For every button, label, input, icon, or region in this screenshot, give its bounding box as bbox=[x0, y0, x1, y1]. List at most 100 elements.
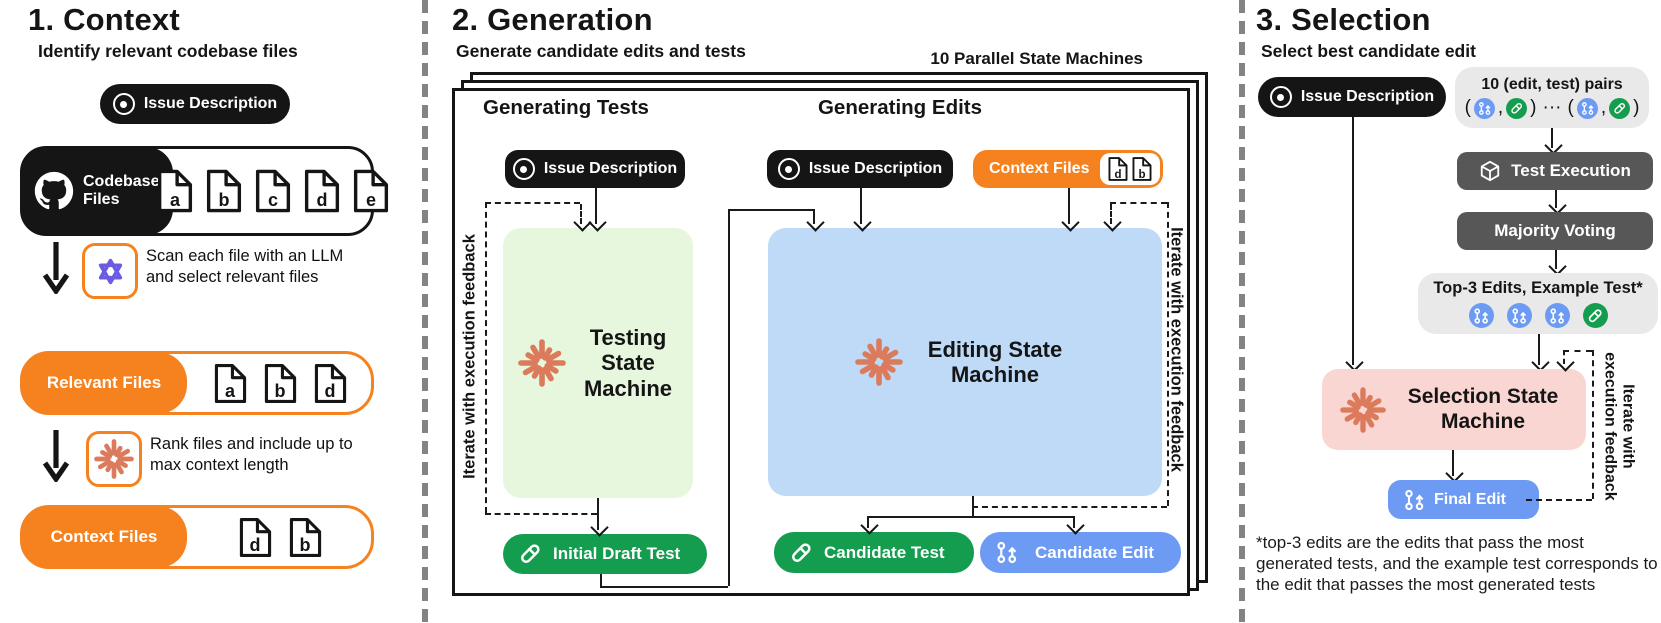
context-files-label: Context Files bbox=[21, 506, 187, 568]
selection-subtitle: Select best candidate edit bbox=[1261, 41, 1476, 61]
llm-logo-icon bbox=[98, 258, 122, 284]
llm-chip bbox=[82, 243, 138, 299]
rank-step-text: Rank files and include up to max context… bbox=[150, 435, 353, 475]
arrow-line bbox=[867, 516, 869, 528]
selection-state-machine-label: Selection State Machine bbox=[1407, 385, 1559, 433]
arrow-line bbox=[1538, 334, 1540, 365]
codebase-files-label: Codebase Files bbox=[83, 172, 160, 208]
feedback-loop-dashed bbox=[1563, 350, 1565, 364]
pairs-icons-row: ( , ) ··· ( , ) bbox=[1464, 97, 1640, 119]
arrow-line bbox=[1555, 250, 1557, 269]
context-files-pill-notch: d b bbox=[1100, 153, 1160, 185]
final-edit-pill: Final Edit bbox=[1388, 480, 1539, 519]
context-title: 1. Context bbox=[28, 2, 180, 37]
arrow-line bbox=[1452, 450, 1454, 476]
context-files-pill: Context Files d b bbox=[973, 150, 1163, 188]
feedback-loop-dashed bbox=[1592, 350, 1594, 499]
file-icon: c bbox=[255, 168, 291, 214]
arrow-line bbox=[1551, 128, 1553, 148]
git-edit-icon bbox=[1506, 303, 1532, 328]
git-edit-icon bbox=[1405, 489, 1424, 510]
top3-edits-box: Top-3 Edits, Example Test* bbox=[1418, 273, 1658, 334]
arrow-line bbox=[1352, 117, 1354, 365]
relevant-files-box: Relevant Files a b d bbox=[20, 351, 374, 415]
feedback-loop-dashed bbox=[1110, 202, 1167, 204]
panel-separator bbox=[1239, 0, 1245, 623]
git-edit-icon bbox=[1544, 303, 1570, 328]
candidate-edit-pill: Candidate Edit bbox=[980, 532, 1181, 573]
down-arrow-icon bbox=[42, 430, 70, 482]
generation-title: 2. Generation bbox=[452, 2, 653, 37]
git-edit-icon bbox=[1576, 97, 1598, 119]
issue-description-pill-selection: Issue Description bbox=[1258, 77, 1446, 117]
feedback-loop-dashed bbox=[485, 202, 580, 204]
selection-state-machine-box: Selection State Machine bbox=[1322, 369, 1586, 450]
context-subtitle: Identify relevant codebase files bbox=[38, 41, 298, 61]
selection-title: 3. Selection bbox=[1256, 2, 1431, 37]
file-icon: a bbox=[157, 168, 193, 214]
file-icon: d bbox=[304, 168, 340, 214]
rank-chip bbox=[86, 431, 142, 487]
issue-description-pill-tests: Issue Description bbox=[505, 150, 685, 188]
starburst-icon bbox=[1340, 387, 1386, 433]
file-icon: d bbox=[314, 362, 347, 405]
arrow-line bbox=[595, 188, 597, 224]
context-files-pill-label: Context Files bbox=[989, 160, 1090, 177]
feedback-loop-dashed bbox=[1526, 499, 1592, 501]
arrow-line bbox=[867, 516, 1073, 518]
cube-icon bbox=[1481, 160, 1500, 182]
parallel-machines-label: 10 Parallel State Machines bbox=[930, 49, 1143, 68]
generating-edits-heading: Generating Edits bbox=[817, 96, 983, 119]
routing-line bbox=[728, 209, 730, 586]
file-icon: b bbox=[1132, 156, 1152, 182]
issue-icon bbox=[112, 93, 135, 115]
pairs-title: 10 (edit, test) pairs bbox=[1481, 76, 1623, 93]
arrow-line bbox=[860, 188, 862, 224]
generating-tests-heading: Generating Tests bbox=[483, 96, 649, 119]
routing-line bbox=[728, 209, 813, 211]
issue-icon bbox=[1269, 86, 1292, 108]
starburst-icon bbox=[94, 439, 134, 479]
starburst-icon bbox=[518, 339, 566, 387]
codebase-files-header: Codebase Files bbox=[21, 147, 173, 235]
feedback-loop-dashed bbox=[1110, 204, 1112, 224]
file-icon: a bbox=[214, 362, 247, 405]
starburst-icon bbox=[855, 338, 903, 386]
file-icon: d bbox=[239, 516, 272, 559]
top3-icons-row bbox=[1468, 303, 1608, 328]
routing-line bbox=[600, 574, 602, 587]
candidate-test-pill: Candidate Test bbox=[774, 532, 974, 573]
codebase-files-box: Codebase Files a b c d e bbox=[20, 146, 389, 236]
testing-state-machine-label: Testing State Machine bbox=[583, 325, 673, 401]
test-tube-icon bbox=[519, 542, 542, 565]
file-icon: b bbox=[289, 516, 322, 559]
issue-description-label: Issue Description bbox=[143, 95, 278, 112]
down-arrow-icon bbox=[42, 242, 70, 294]
test-tube-icon bbox=[790, 541, 813, 564]
file-icon: d bbox=[1108, 156, 1128, 182]
iterate-feedback-label-selection: Iterate with execution feedback bbox=[1601, 352, 1637, 501]
testing-state-machine-box: Testing State Machine bbox=[503, 228, 693, 498]
context-files-box: Context Files d b bbox=[20, 505, 374, 569]
iterate-feedback-label-tests: Iterate with execution feedback bbox=[460, 234, 479, 479]
feedback-loop-dashed bbox=[485, 513, 597, 515]
arrow-line bbox=[597, 498, 599, 530]
issue-icon bbox=[512, 158, 535, 180]
test-execution-box: Test Execution bbox=[1457, 152, 1653, 190]
arrow-line bbox=[1073, 516, 1075, 528]
issue-description-pill-edits: Issue Description bbox=[767, 150, 953, 188]
iterate-feedback-label-edits: Iterate with execution feedback bbox=[1167, 227, 1186, 472]
issue-description-pill-context: Issue Description bbox=[100, 84, 290, 124]
file-icon: b bbox=[206, 168, 242, 214]
test-tube-icon bbox=[1506, 97, 1528, 119]
feedback-loop-dashed bbox=[1167, 202, 1169, 506]
editing-state-machine-box: Editing State Machine bbox=[768, 228, 1162, 496]
feedback-loop-dashed bbox=[485, 202, 487, 513]
issue-icon bbox=[777, 158, 800, 180]
edit-test-pairs-box: 10 (edit, test) pairs ( , ) ··· ( , ) bbox=[1455, 67, 1649, 128]
feedback-loop-dashed bbox=[972, 506, 1167, 508]
editing-state-machine-label: Editing State Machine bbox=[927, 336, 1063, 387]
github-icon bbox=[34, 171, 74, 210]
top3-title: Top-3 Edits, Example Test* bbox=[1433, 279, 1643, 297]
